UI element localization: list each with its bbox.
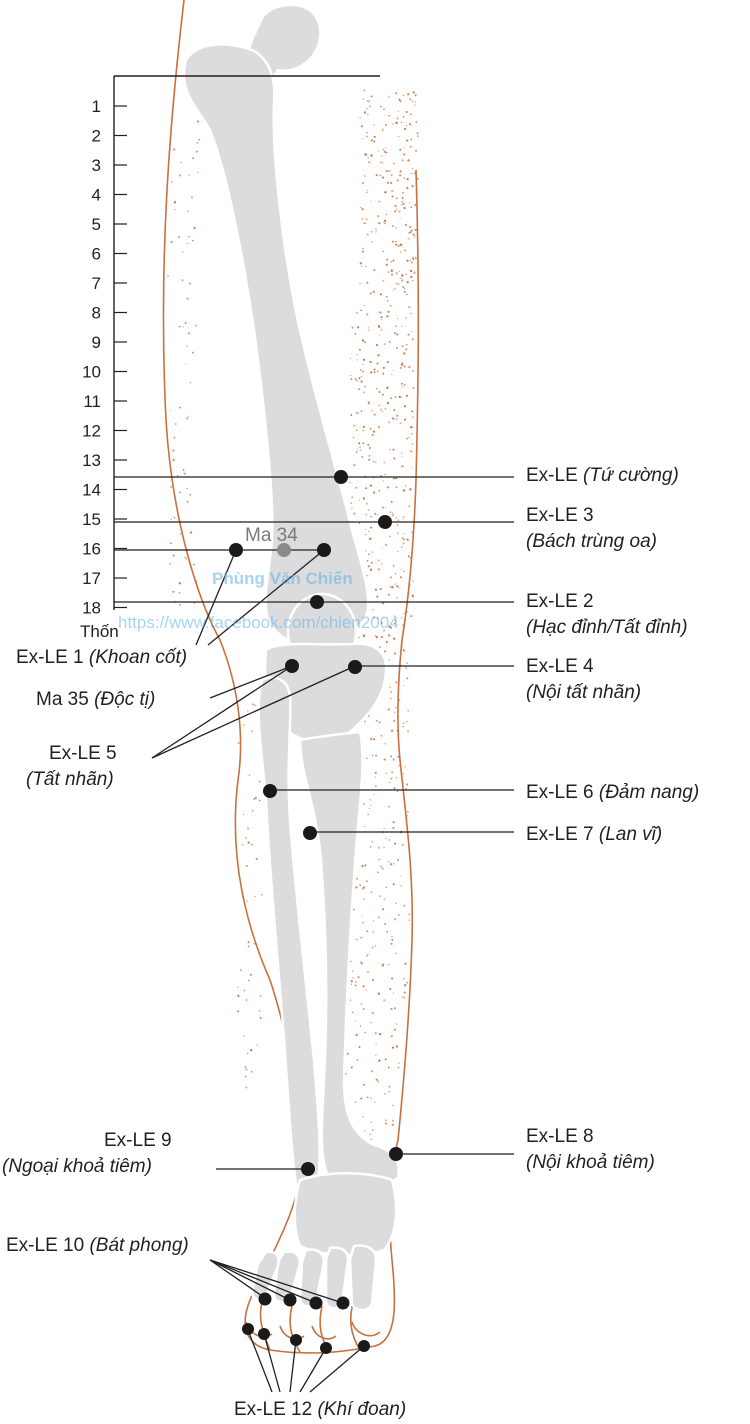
label-ex-le-9: Ex-LE 9 (Ngoại khoả tiêm) [2,1130,177,1177]
point-ex-le-12-4[interactable] [320,1342,332,1354]
scale-label: 16 [82,540,101,559]
point-ex-le-1-medial[interactable] [317,543,331,557]
label-ex-le-1: Ex-LE 1 (Khoan cốt) [16,647,187,668]
acupoints [229,470,403,1354]
label-ex-le-2: Ex-LE 2 (Hạc đỉnh/Tất đỉnh) [526,591,688,638]
scale-label: 3 [92,156,101,175]
point-ex-le-6[interactable] [263,784,277,798]
point-ex-le-tu-cuong[interactable] [334,470,348,484]
scale-label: 17 [82,569,101,588]
leader-ex-le-12-d [299,1347,327,1393]
tarsal-bones [293,1172,398,1257]
label-ex-le-tu-cuong: Ex-LE (Tứ cường) [526,465,679,486]
point-ex-le-8[interactable] [389,1147,403,1161]
scale-label: 2 [92,127,101,146]
scale-label: 6 [92,245,101,264]
leader-ex-le-12-a [247,1329,273,1393]
metatarsal-1 [348,1244,378,1312]
leader-ex-le-1-b [207,549,325,646]
point-ma-35[interactable] [285,659,299,673]
point-ex-le-7[interactable] [303,826,317,840]
scale-label: 18 [82,599,101,618]
leader-ex-le-10-a [209,1259,266,1299]
label-ex-le-5: Ex-LE 5 (Tất nhãn) [26,743,122,790]
label-ma-35: Ma 35 (Độc tị) [36,689,155,710]
label-ex-le-8: Ex-LE 8 (Nội khoả tiêm) [526,1126,655,1173]
tibia [298,730,401,1189]
point-ex-le-10-2[interactable] [283,1293,297,1307]
femur [182,43,370,647]
leg-bones [182,3,401,1312]
leader-ex-le-5-a [151,665,293,759]
watermark-author: Phùng Văn Chiến [212,569,353,588]
label-ex-le-6: Ex-LE 6 (Đảm nang) [526,782,699,803]
point-ex-le-10-4[interactable] [336,1296,350,1310]
point-ex-le-12-2[interactable] [258,1328,270,1340]
scale-label: 13 [82,451,101,470]
point-ex-le-10-1[interactable] [258,1292,272,1306]
point-ma-34[interactable] [277,543,291,557]
scale-label: 12 [82,422,101,441]
leader-ex-le-12-e [309,1345,365,1393]
label-ex-le-12: Ex-LE 12 (Khí đoan) [234,1399,406,1420]
scale-label: 1 [92,97,101,116]
leader-lines [114,476,514,1393]
label-ex-le-7: Ex-LE 7 (Lan vĩ) [526,824,662,845]
point-ex-le-3[interactable] [378,515,392,529]
scale-label: 4 [92,186,101,205]
scale-unit-label: Thốn [80,622,119,641]
leader-ex-le-5-b [151,665,356,759]
leader-ma-35 [209,665,293,699]
point-ex-le-12-1[interactable] [242,1323,254,1335]
label-ex-le-4: Ex-LE 4 (Nội tất nhãn) [526,656,641,703]
leader-ex-le-12-c [289,1339,297,1393]
scale-label: 8 [92,304,101,323]
watermark: Phùng Văn Chiến https://www.facebook.com… [118,569,399,632]
scale-label: 9 [92,333,101,352]
scale-label: 10 [82,363,101,382]
point-ex-le-12-3[interactable] [290,1334,302,1346]
label-ex-le-10: Ex-LE 10 (Bát phong) [6,1235,189,1256]
scale-label: 11 [83,392,101,411]
point-ex-le-10-3[interactable] [309,1296,323,1310]
leader-ex-le-10-c [209,1259,317,1304]
leader-ex-le-10-d [209,1259,344,1304]
point-ex-le-1-lateral[interactable] [229,543,243,557]
leader-ex-le-1-a [195,549,237,646]
leader-ex-le-12-b [263,1333,281,1393]
point-ex-le-12-5[interactable] [358,1340,370,1352]
label-ex-le-3: Ex-LE 3 (Bách trùng oa) [526,505,657,552]
point-labels: Ex-LE (Tứ cường) Ex-LE 3 (Bách trùng oa)… [2,465,699,1420]
watermark-url: https://www.facebook.com/chien2004 [118,613,399,632]
point-ex-le-9[interactable] [301,1162,315,1176]
leader-ex-le-10-b [209,1259,291,1301]
point-ex-le-2[interactable] [310,595,324,609]
scale-label: 7 [92,274,101,293]
scale-label: 5 [92,215,101,234]
scale-label: 15 [82,510,101,529]
point-ex-le-4[interactable] [348,660,362,674]
scale-label: 14 [82,481,101,500]
label-ma-34: Ma 34 [245,525,298,546]
